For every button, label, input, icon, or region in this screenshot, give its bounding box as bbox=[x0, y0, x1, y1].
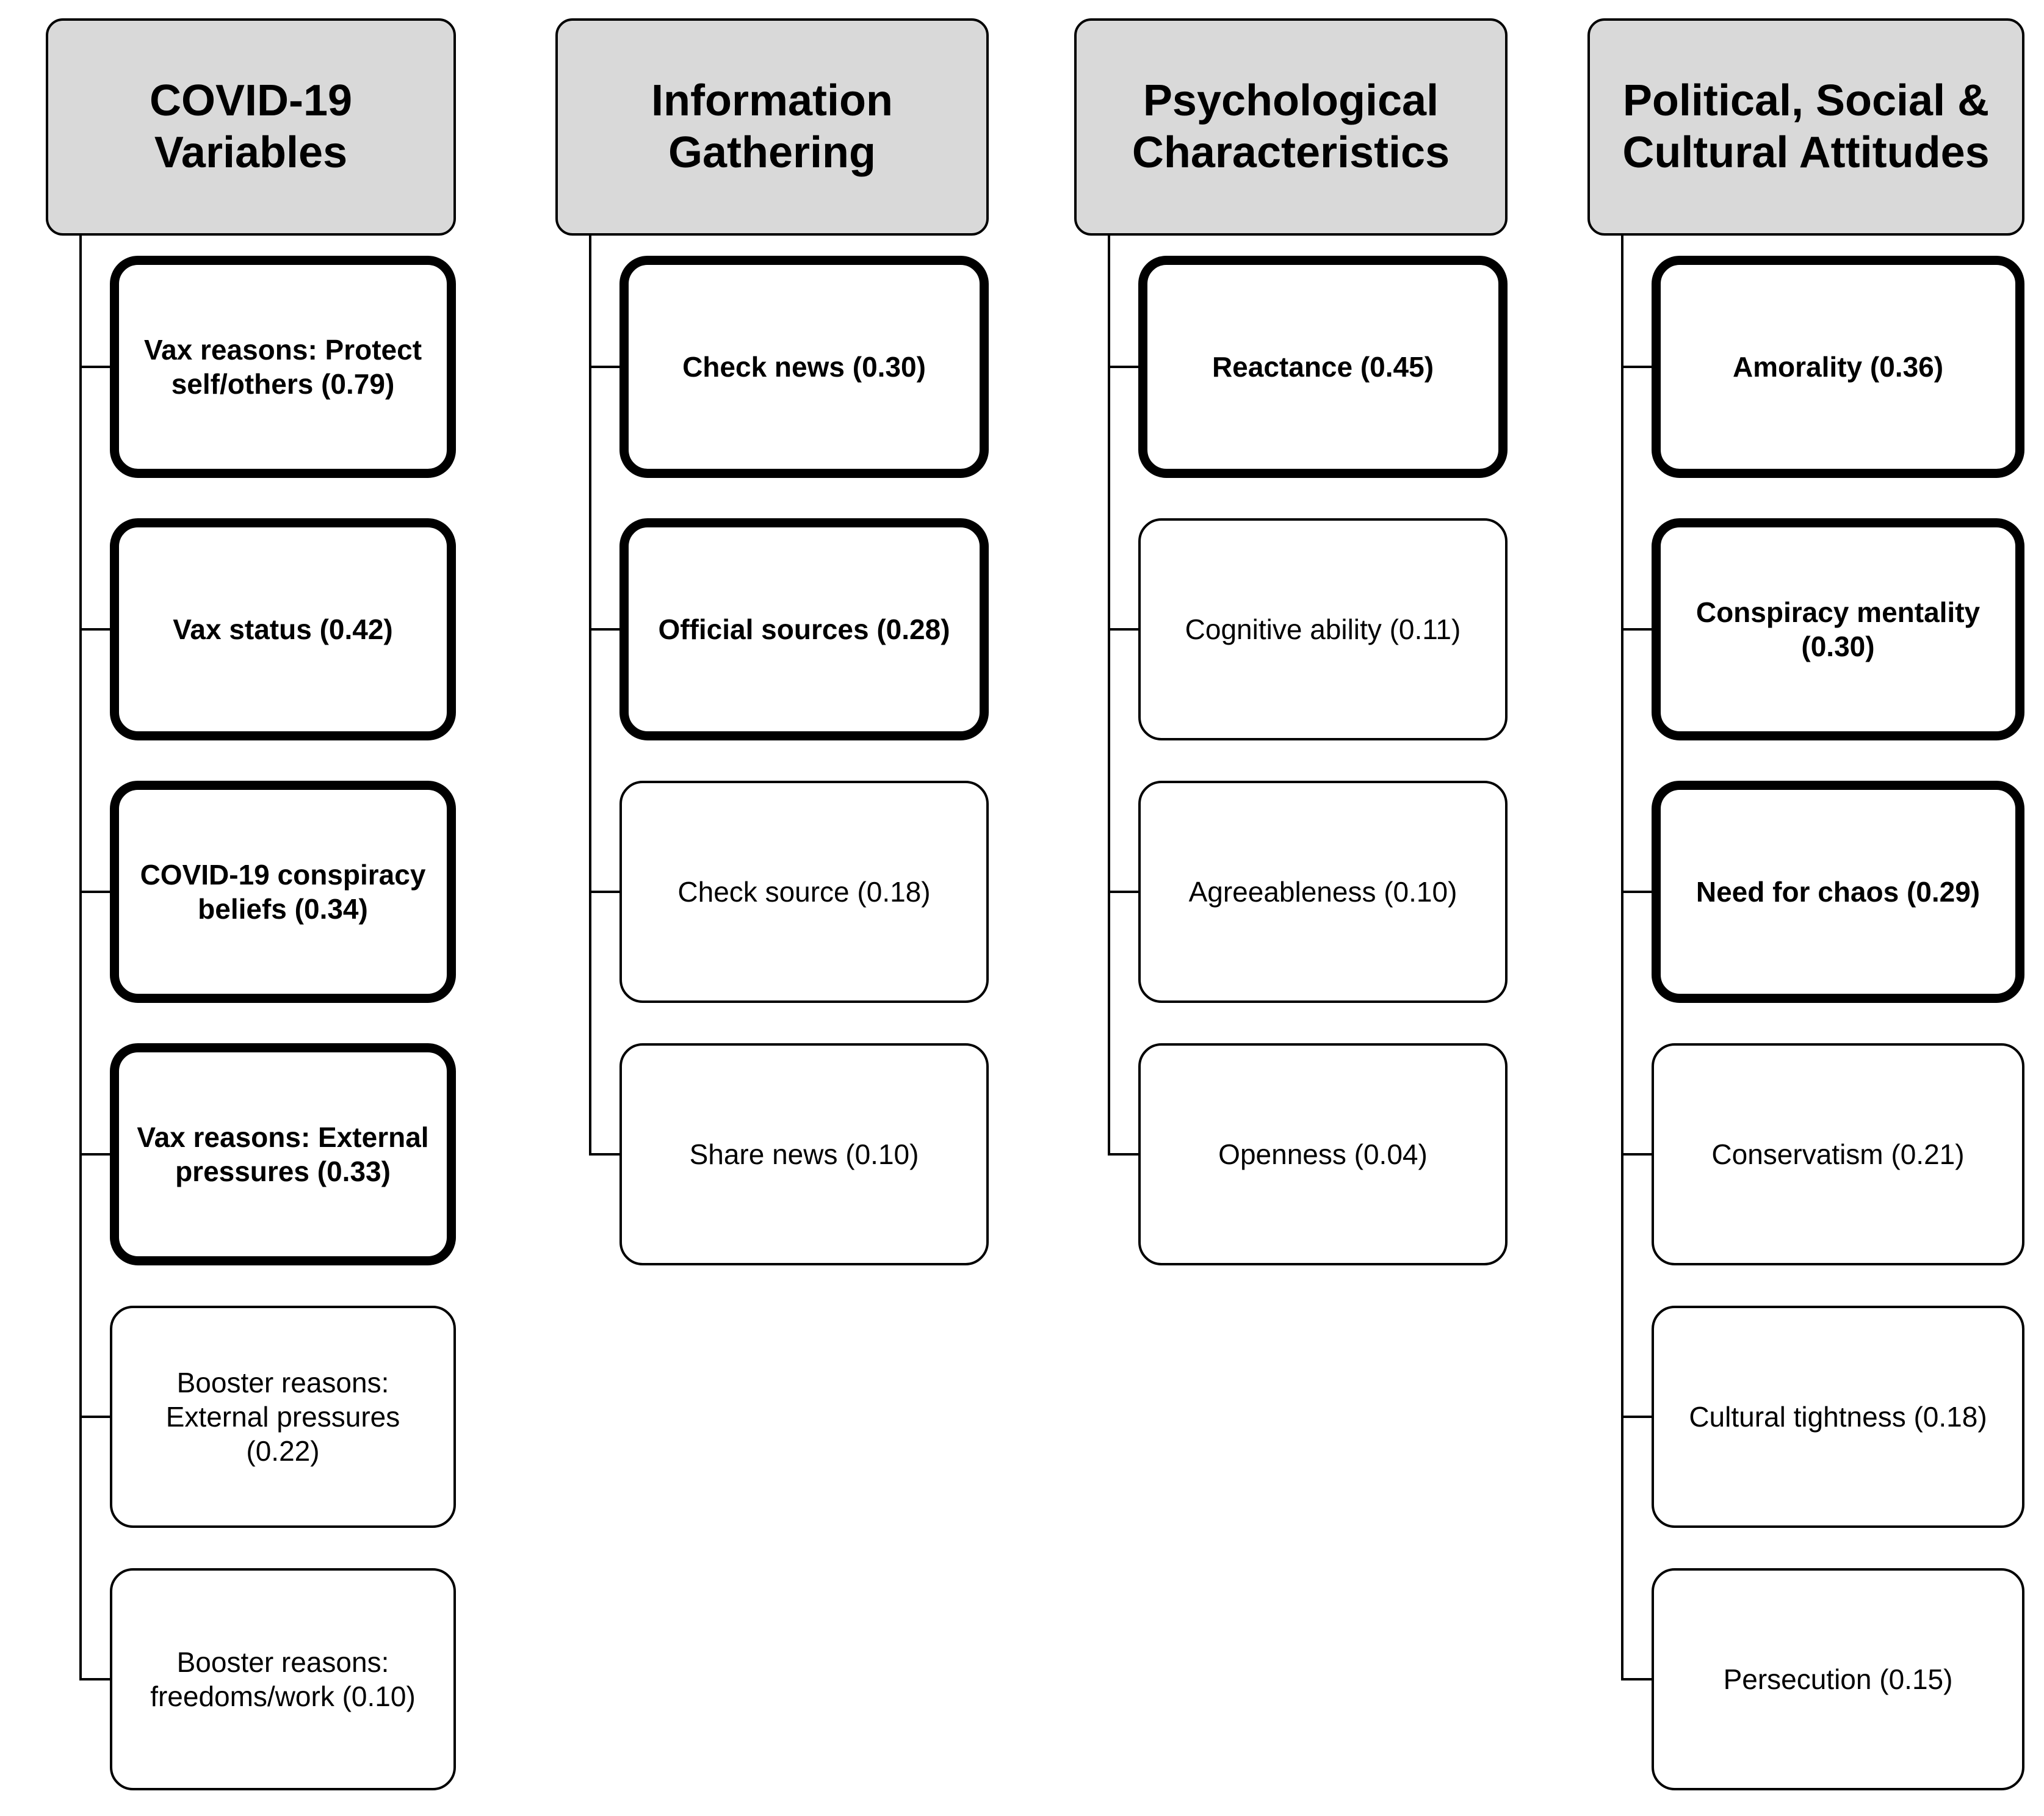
tree-row: COVID-19 conspiracy beliefs (0.34) bbox=[79, 761, 456, 1023]
column-header-psychological-characteristics: Psychological Characteristics bbox=[1074, 18, 1508, 236]
column-children: Amorality (0.36) Conspiracy mentality (0… bbox=[1621, 236, 2024, 1811]
node-booster-reasons-freedoms-work: Booster reasons: freedoms/work (0.10) bbox=[110, 1568, 456, 1790]
tree-row: Conservatism (0.21) bbox=[1621, 1023, 2024, 1286]
column-children: Check news (0.30) Official sources (0.28… bbox=[589, 236, 989, 1286]
tree-row: Check news (0.30) bbox=[589, 236, 989, 498]
column-children: Vax reasons: Protect self/others (0.79) … bbox=[79, 236, 456, 1811]
node-conspiracy-mentality: Conspiracy mentality (0.30) bbox=[1652, 518, 2024, 740]
tree-row: Official sources (0.28) bbox=[589, 498, 989, 761]
column-header-political-social-cultural-attitudes: Political, Social & Cultural Attitudes bbox=[1587, 18, 2024, 236]
node-check-news: Check news (0.30) bbox=[619, 256, 989, 478]
node-vax-status: Vax status (0.42) bbox=[110, 518, 456, 740]
tree-row: Cognitive ability (0.11) bbox=[1108, 498, 1508, 761]
column-children: Reactance (0.45) Cognitive ability (0.11… bbox=[1108, 236, 1508, 1286]
node-share-news: Share news (0.10) bbox=[619, 1043, 989, 1265]
node-cultural-tightness: Cultural tightness (0.18) bbox=[1652, 1306, 2024, 1528]
tree-row: Vax status (0.42) bbox=[79, 498, 456, 761]
node-check-source: Check source (0.18) bbox=[619, 781, 989, 1003]
tree-row: Agreeableness (0.10) bbox=[1108, 761, 1508, 1023]
tree-row: Vax reasons: Protect self/others (0.79) bbox=[79, 236, 456, 498]
node-official-sources: Official sources (0.28) bbox=[619, 518, 989, 740]
node-need-for-chaos: Need for chaos (0.29) bbox=[1652, 781, 2024, 1003]
tree-row: Reactance (0.45) bbox=[1108, 236, 1508, 498]
tree-row: Persecution (0.15) bbox=[1621, 1548, 2024, 1811]
node-covid19-conspiracy-beliefs: COVID-19 conspiracy beliefs (0.34) bbox=[110, 781, 456, 1003]
column-psychological-characteristics: Psychological Characteristics Reactance … bbox=[1074, 18, 1508, 1286]
tree-row: Need for chaos (0.29) bbox=[1621, 761, 2024, 1023]
column-information-gathering: Information Gathering Check news (0.30) … bbox=[555, 18, 989, 1286]
node-reactance: Reactance (0.45) bbox=[1138, 256, 1508, 478]
column-covid19-variables: COVID-19 Variables Vax reasons: Protect … bbox=[46, 18, 456, 1811]
node-booster-reasons-external-pressures: Booster reasons: External pressures (0.2… bbox=[110, 1306, 456, 1528]
tree-row: Booster reasons: freedoms/work (0.10) bbox=[79, 1548, 456, 1811]
node-vax-reasons-external-pressures: Vax reasons: External pressures (0.33) bbox=[110, 1043, 456, 1265]
node-agreeableness: Agreeableness (0.10) bbox=[1138, 781, 1508, 1003]
tree-row: Vax reasons: External pressures (0.33) bbox=[79, 1023, 456, 1286]
column-political-social-cultural-attitudes: Political, Social & Cultural Attitudes A… bbox=[1587, 18, 2024, 1811]
tree-row: Conspiracy mentality (0.30) bbox=[1621, 498, 2024, 761]
tree-row: Amorality (0.36) bbox=[1621, 236, 2024, 498]
node-amorality: Amorality (0.36) bbox=[1652, 256, 2024, 478]
tree-row: Check source (0.18) bbox=[589, 761, 989, 1023]
column-header-covid19-variables: COVID-19 Variables bbox=[46, 18, 456, 236]
node-persecution: Persecution (0.15) bbox=[1652, 1568, 2024, 1790]
node-cognitive-ability: Cognitive ability (0.11) bbox=[1138, 518, 1508, 740]
tree-row: Openness (0.04) bbox=[1108, 1023, 1508, 1286]
tree-row: Cultural tightness (0.18) bbox=[1621, 1286, 2024, 1548]
node-vax-reasons-protect-self-others: Vax reasons: Protect self/others (0.79) bbox=[110, 256, 456, 478]
node-conservatism: Conservatism (0.21) bbox=[1652, 1043, 2024, 1265]
tree-row: Share news (0.10) bbox=[589, 1023, 989, 1286]
tree-row: Booster reasons: External pressures (0.2… bbox=[79, 1286, 456, 1548]
column-header-information-gathering: Information Gathering bbox=[555, 18, 989, 236]
node-openness: Openness (0.04) bbox=[1138, 1043, 1508, 1265]
